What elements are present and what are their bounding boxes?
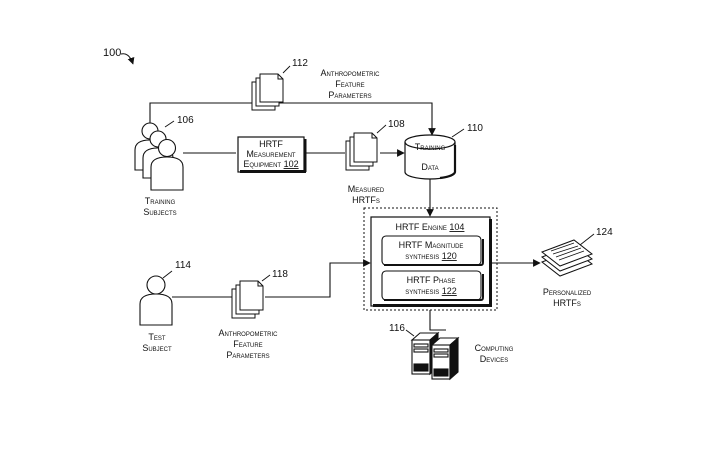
training-subjects-label-1: Training [145,196,176,206]
anthro-top-ref: 112 [292,58,308,69]
test-subject-label-2: Subject [142,343,172,353]
equipment-ref: 102 [284,159,299,169]
personalized-hrtfs: 124 Personalized HRTFs [540,227,613,308]
connector-anthro-to-engine [265,259,371,298]
measured-hrtfs: 108 Measured HRTFs [345,119,405,205]
hrtf-engine-ref: 104 [449,222,464,232]
hrtf-engine-title-text: HRTF Engine [396,222,447,232]
equipment-line1: HRTF [259,139,283,149]
connector-engine-to-devices [429,310,446,331]
measured-hrtfs-ref: 108 [388,119,405,130]
figure-ref-label: 100 [103,47,121,59]
anthro-bottom-label-3: Parameters [226,350,269,360]
training-data-label-2: Data [421,162,438,172]
figure-ref-100: 100 [103,47,135,65]
magnitude-synthesis-line2: synthesis 120 [405,251,457,261]
training-data-database: Training Data 110 [404,123,483,180]
measured-hrtfs-label-2: HRTFs [352,195,380,205]
phase-synthesis-box: HRTF Phase synthesis 122 [381,270,484,301]
equipment-line2: Measurement [246,149,296,159]
connectors [149,102,541,331]
anthro-top-label-2: Feature [335,79,364,89]
training-subjects-label-2: Subjects [143,207,176,217]
computing-devices-boundary [363,207,498,311]
computing-devices-label-1: Computing [475,343,514,353]
person-icon [139,275,173,326]
phase-synthesis-line2-text: synthesis [405,286,439,296]
anthropometric-parameters-top: 112 Anthropometric Feature Parameters [251,58,380,111]
anthro-bottom-label-1: Anthropometric [218,328,278,338]
connector-subjects-to-training-data [149,102,436,136]
magnitude-synthesis-box: HRTF Magnitude synthesis 120 [381,235,484,266]
equipment-line3: Equipment 102 [243,159,298,169]
training-subjects-ref: 106 [177,115,194,126]
personalized-hrtfs-label-1: Personalized [543,287,592,297]
training-data-ref: 110 [467,123,483,134]
document-stack-icon [231,280,264,319]
anthropometric-parameters-bottom: 118 Anthropometric Feature Parameters [218,269,288,360]
computing-devices: 116 Computing Devices [389,323,514,381]
computing-devices-ref: 116 [389,323,405,334]
server-icon [410,331,460,381]
anthro-bottom-ref: 118 [272,269,288,280]
test-subject: 114 Test Subject [139,260,191,353]
hrtf-engine-title: HRTF Engine 104 [396,222,465,232]
training-data-label-1: Training [415,142,446,152]
test-subject-ref: 114 [175,260,191,271]
document-stack-icon [540,239,594,277]
document-stack-icon [251,73,284,111]
hrtf-engine-box: HRTF Engine 104 HRTF Magnitude synthesis… [370,216,492,307]
measurement-equipment-box: HRTF Measurement Equipment 102 [237,136,307,173]
phase-synthesis-ref: 122 [442,286,457,296]
magnitude-synthesis-ref: 120 [442,251,457,261]
magnitude-synthesis-line1: HRTF Magnitude [399,240,464,250]
person-icon [134,122,184,191]
training-subjects: 106 Training Subjects [134,115,194,217]
test-subject-label-1: Test [148,332,166,342]
equipment-line3-text: Equipment [243,159,281,169]
phase-synthesis-line2: synthesis 122 [405,286,457,296]
computing-devices-label-2: Devices [480,354,509,364]
anthro-bottom-label-2: Feature [233,339,262,349]
anthro-top-label-1: Anthropometric [320,68,380,78]
personalized-hrtfs-ref: 124 [596,227,613,238]
personalized-hrtfs-label-2: HRTFs [553,298,581,308]
phase-synthesis-line1: HRTF Phase [407,275,456,285]
magnitude-synthesis-line2-text: synthesis [405,251,439,261]
document-stack-icon [345,132,378,171]
database-icon [404,134,457,180]
measured-hrtfs-label-1: Measured [348,184,385,194]
anthro-top-label-3: Parameters [328,90,371,100]
